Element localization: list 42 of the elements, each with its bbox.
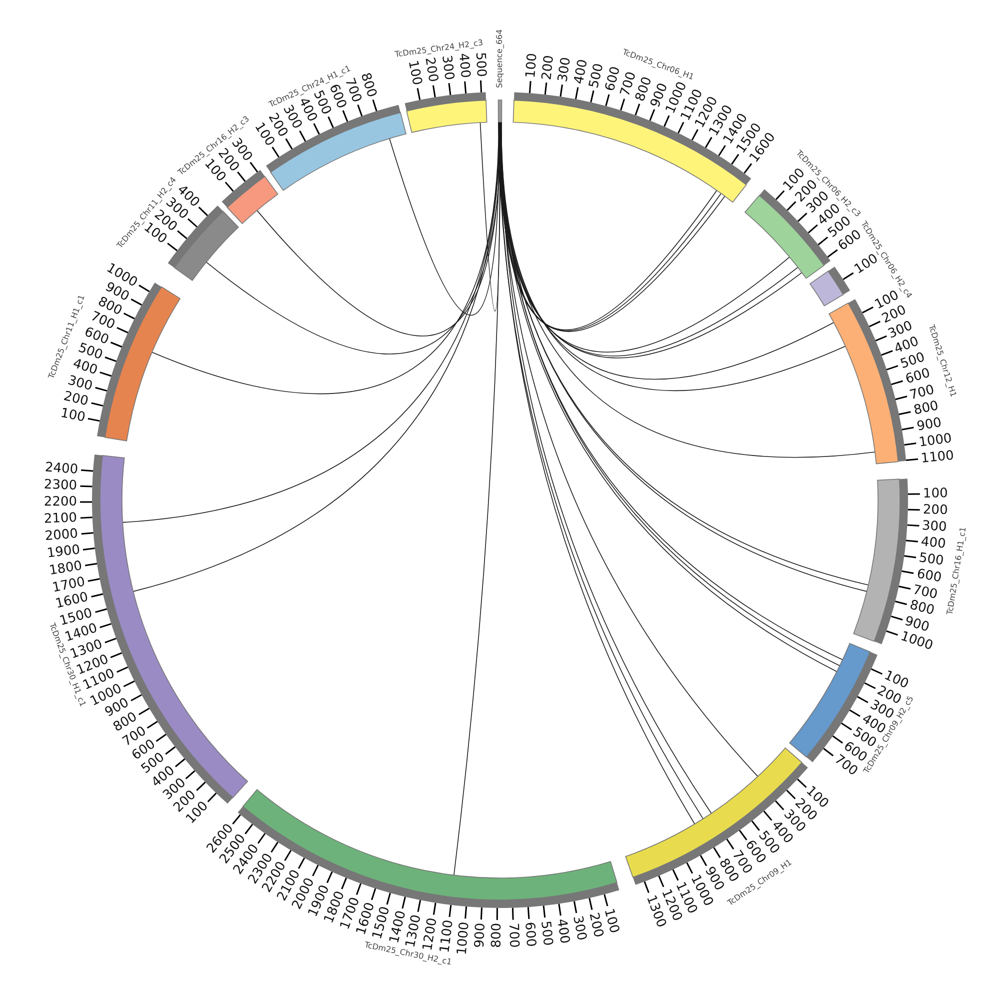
tick-label: 900 [916, 416, 942, 434]
tick-label: 200 [540, 54, 556, 80]
tick-label: 200 [62, 390, 90, 409]
tick-label: 900 [473, 922, 488, 948]
tick-label: 300 [556, 56, 573, 83]
tick-label: 700 [506, 922, 520, 948]
tick-label: 2000 [44, 528, 79, 544]
tick-label: 2200 [44, 496, 78, 509]
chromosome-segment [810, 266, 854, 306]
tick-label: 800 [490, 922, 504, 948]
tick-label: 2100 [44, 512, 78, 526]
tick-label: 500 [588, 62, 606, 90]
tick-label: 200 [922, 503, 948, 518]
tick-label: 800 [912, 400, 940, 418]
tick-label: 1100 [920, 449, 955, 466]
tick-label: 400 [572, 58, 590, 86]
tick-label: 100 [406, 60, 424, 86]
tick-label: 1000 [898, 630, 934, 653]
tick-label: 300 [439, 54, 456, 81]
segment-label: Sequence_664 [496, 29, 504, 88]
tick-label: 600 [522, 922, 538, 948]
link-curve [480, 122, 500, 312]
tick-label: 500 [538, 920, 554, 946]
tick-label: 300 [922, 519, 948, 534]
tick-label: 100 [922, 487, 948, 500]
tick-label: 1800 [48, 560, 84, 578]
tick-label: 700 [912, 583, 940, 602]
tick-label: 300 [570, 914, 588, 942]
tick-label: 2400 [44, 461, 79, 476]
tick-label: 100 [524, 52, 540, 79]
tick-label: 2300 [44, 478, 78, 492]
tick-label: 400 [920, 536, 946, 551]
tick-label: 200 [586, 911, 604, 938]
tick-label: 1000 [918, 432, 953, 450]
tick-label: 600 [915, 567, 942, 584]
chromosome-segment [498, 100, 502, 122]
tick-label: 400 [554, 918, 572, 944]
tick-label: 500 [918, 551, 944, 568]
tick-label: 1900 [46, 544, 81, 560]
tick-label: 100 [59, 406, 86, 424]
tick-label: 200 [422, 56, 440, 84]
tick-label: 1000 [456, 921, 472, 956]
